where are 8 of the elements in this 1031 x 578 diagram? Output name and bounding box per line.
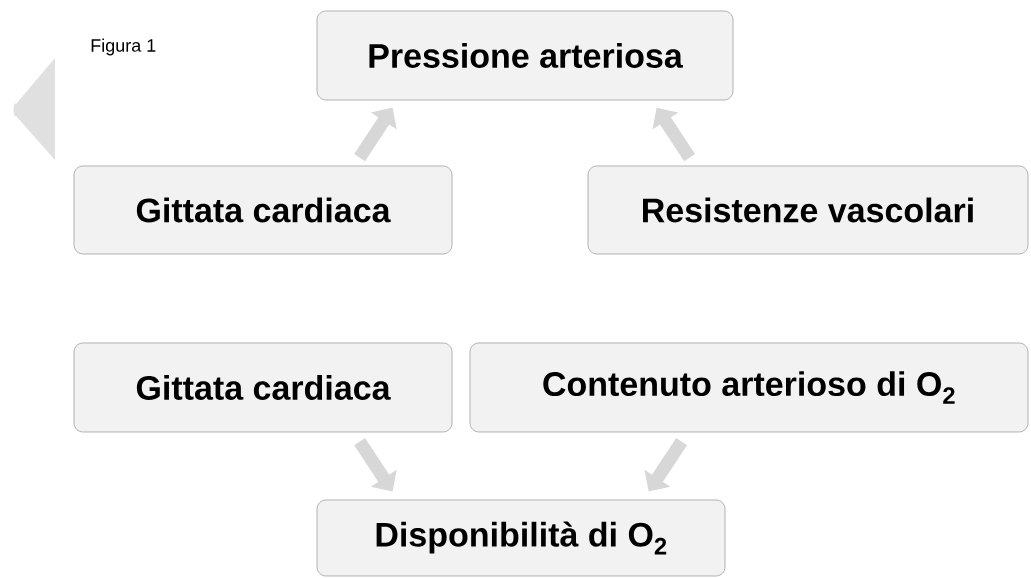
concept-box: Gittata cardiaca [73,165,453,255]
concept-box: Pressione arteriosa [316,10,734,101]
concept-box: Resistenze vascolari [587,165,1029,255]
concept-box: Disponibilità di O$_{2}$ [316,499,726,577]
figure-label: Figura 1 [91,38,156,56]
block-arrow [354,438,397,492]
concept-box: Gittata cardiaca [73,342,453,433]
concept-box: Contenuto arterioso di O$_{2}$ [469,342,1029,433]
